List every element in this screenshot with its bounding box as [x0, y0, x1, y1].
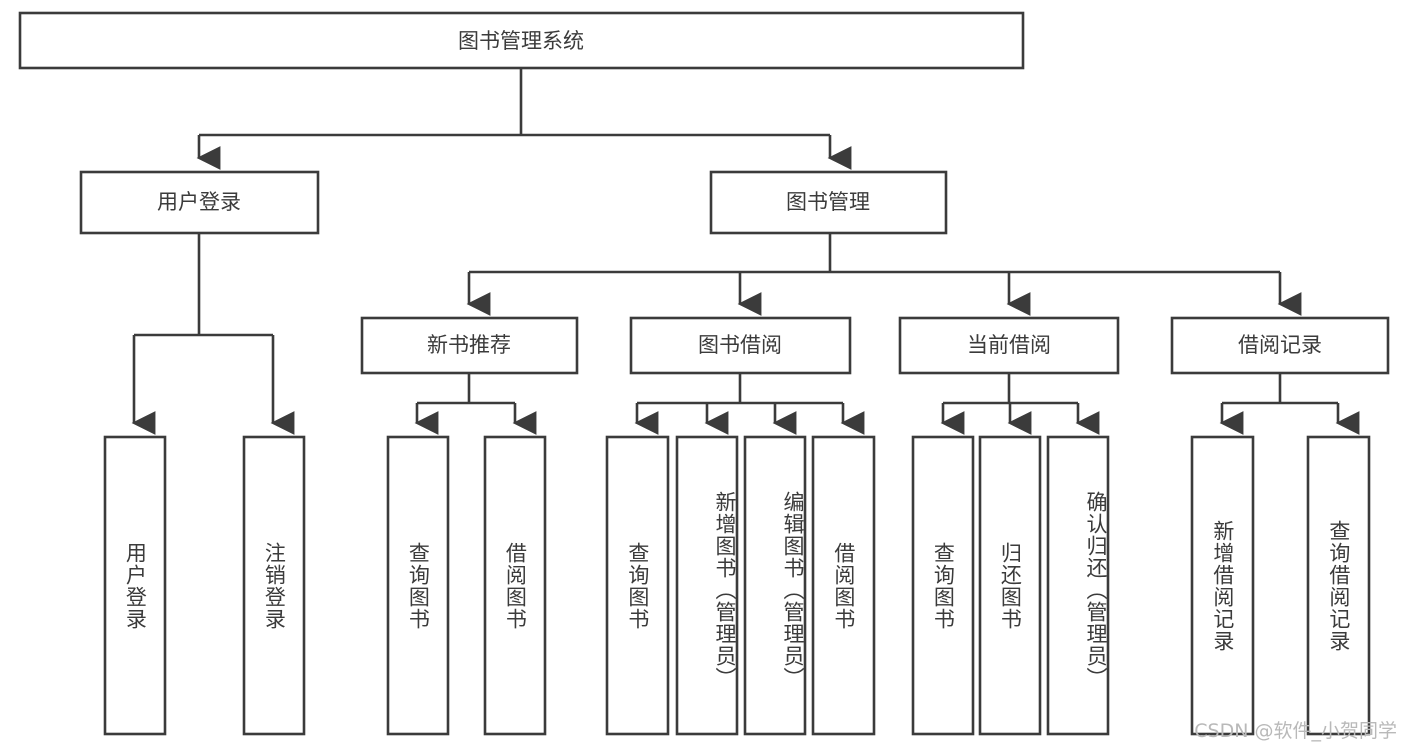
node-leaf-add-record[interactable]	[1190, 435, 1255, 736]
node-current-borrow[interactable]: 当前借阅	[898, 316, 1120, 375]
node-book-borrow[interactable]: 图书借阅	[629, 316, 852, 375]
connector-bookmanage-to-level2	[466, 233, 1302, 316]
node-leaf-borrow-book-1[interactable]	[483, 435, 547, 736]
node-book-manage[interactable]: 图书管理	[709, 170, 948, 235]
connector-newbook-to-leaves	[414, 373, 537, 435]
node-leaf-borrow-book-2[interactable]	[811, 435, 876, 736]
node-root-label: 图书管理系统	[458, 29, 584, 53]
node-leaf-return-book[interactable]	[978, 435, 1042, 736]
node-borrow-record-label: 借阅记录	[1238, 333, 1322, 357]
node-new-book-rec[interactable]: 新书推荐	[360, 316, 579, 375]
node-borrow-record[interactable]: 借阅记录	[1170, 316, 1390, 375]
node-user-login[interactable]: 用户登录	[79, 170, 320, 235]
connector-userlogin-to-leaves	[131, 233, 295, 435]
connector-root-to-level1	[196, 68, 852, 170]
leaf-rects	[103, 435, 1371, 736]
node-leaf-query-book-1[interactable]	[386, 435, 450, 736]
node-leaf-logout[interactable]	[242, 435, 306, 736]
node-book-manage-label: 图书管理	[786, 190, 870, 214]
node-leaf-query-record[interactable]	[1306, 435, 1371, 736]
node-book-borrow-label: 图书借阅	[698, 333, 782, 357]
node-leaf-add-book[interactable]	[675, 435, 739, 736]
csdn-watermark: CSDN @软件_小贺同学	[1194, 720, 1397, 742]
node-leaf-query-book-3[interactable]	[911, 435, 975, 736]
node-leaf-confirm-return[interactable]	[1046, 435, 1110, 736]
node-leaf-query-book-2[interactable]	[605, 435, 670, 736]
connector-currentborrow-to-leaves	[940, 373, 1100, 435]
node-leaf-edit-book[interactable]	[743, 435, 807, 736]
node-new-book-rec-label: 新书推荐	[427, 333, 511, 357]
connector-borrowrecord-to-leaves	[1219, 373, 1360, 435]
node-current-borrow-label: 当前借阅	[967, 333, 1051, 357]
node-leaf-user-login[interactable]	[103, 435, 167, 736]
node-user-login-label: 用户登录	[157, 190, 241, 214]
node-root[interactable]: 图书管理系统	[18, 11, 1025, 70]
connector-bookborrow-to-leaves	[634, 373, 865, 435]
